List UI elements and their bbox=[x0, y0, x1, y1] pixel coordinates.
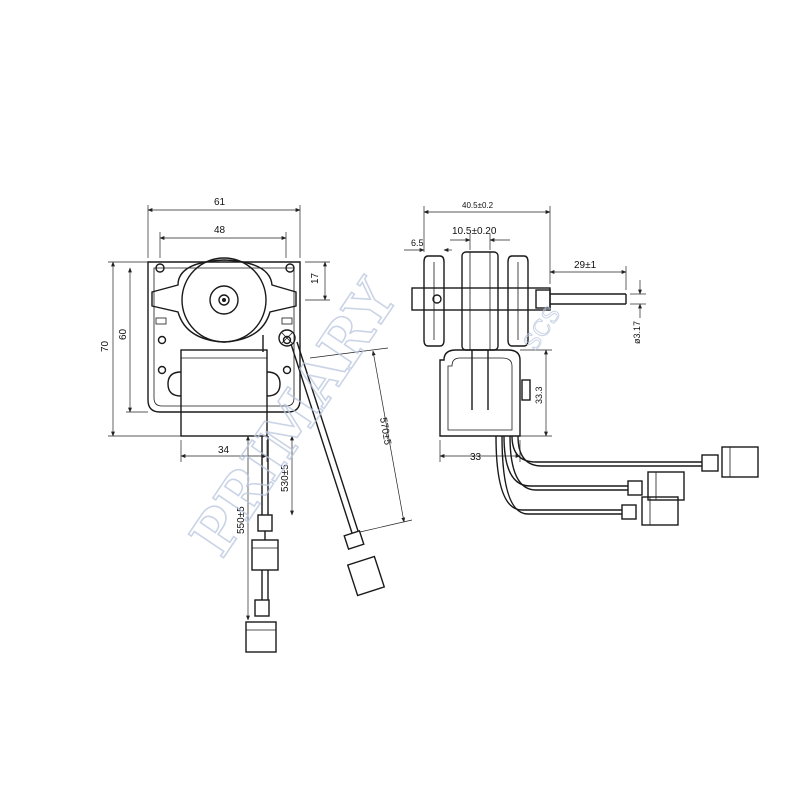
side-view: 40.5±0.2 10.5±0.20 6.5 29±1 ø3.17 33.3 3… bbox=[404, 201, 759, 526]
dim-front-60: 60 bbox=[118, 328, 129, 340]
side-connectors bbox=[621, 446, 759, 526]
coil bbox=[167, 335, 281, 437]
front-dimensions bbox=[108, 205, 413, 621]
side-body bbox=[439, 349, 521, 437]
dim-front-17: 17 bbox=[310, 272, 321, 284]
dim-side-29: 29±1 bbox=[574, 260, 597, 271]
dim-front-550: 550±5 bbox=[236, 506, 247, 534]
hub bbox=[461, 251, 499, 351]
front-view: 61 48 17 70 60 34 530±5 550±5 570±5 bbox=[100, 197, 413, 653]
dim-side-33: 33 bbox=[470, 452, 482, 463]
side-lead-wires bbox=[495, 435, 702, 515]
dim-side-6-5: 6.5 bbox=[411, 238, 424, 248]
lead-wire-diagonal bbox=[290, 341, 386, 597]
mounting-plate bbox=[147, 261, 301, 413]
side-dimensions bbox=[404, 206, 646, 462]
dim-side-33-3: 33.3 bbox=[534, 386, 544, 404]
rotor-housing bbox=[151, 257, 297, 343]
terminal-screw bbox=[278, 329, 296, 347]
dim-side-10-5: 10.5±0.20 bbox=[452, 226, 497, 237]
lead-wire-vertical bbox=[245, 436, 279, 653]
dim-front-34: 34 bbox=[218, 445, 230, 456]
shaft bbox=[535, 289, 627, 309]
left-flange bbox=[423, 255, 445, 347]
dim-side-shaft-dia: ø3.17 bbox=[632, 321, 642, 344]
dim-front-48: 48 bbox=[214, 225, 226, 236]
dim-front-70: 70 bbox=[100, 340, 111, 352]
dim-front-61: 61 bbox=[214, 197, 226, 208]
right-flange bbox=[507, 255, 529, 347]
dim-side-40-5: 40.5±0.2 bbox=[462, 201, 494, 210]
dim-front-530: 530±5 bbox=[280, 464, 291, 492]
dim-front-570: 570±5 bbox=[377, 417, 393, 447]
mounting-holes bbox=[155, 263, 295, 375]
